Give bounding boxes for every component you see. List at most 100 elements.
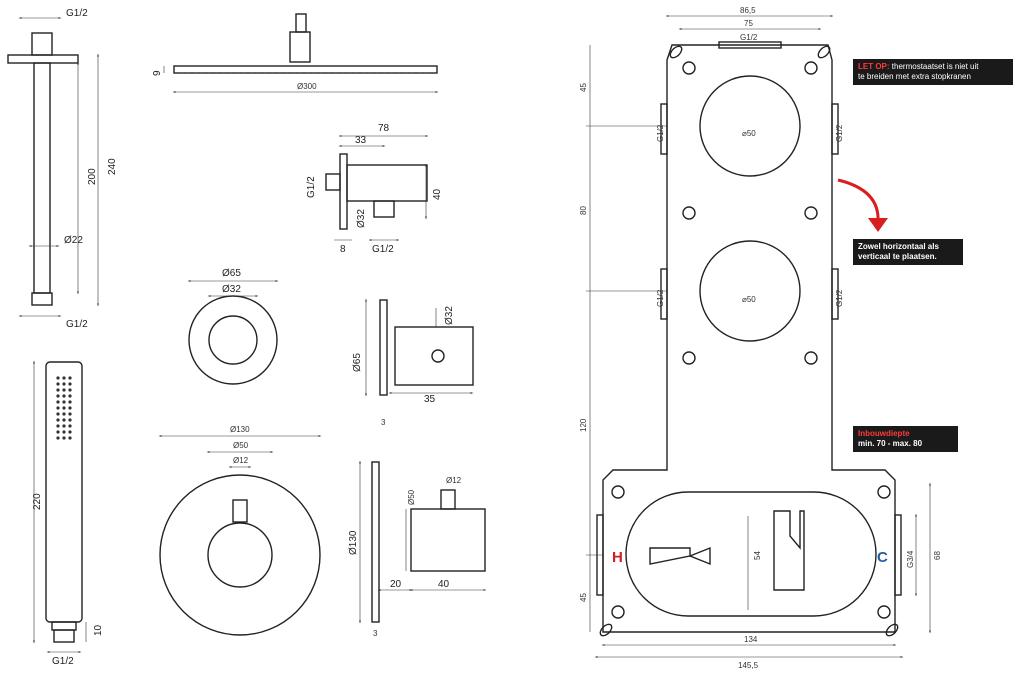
small-rose: Ø65 Ø32 (187, 268, 279, 385)
mounting-hole (877, 485, 891, 499)
box-port-2-left-label: G1/2 (656, 289, 665, 307)
rose-small-inner-label: Ø32 (222, 284, 241, 295)
box-inner-h-label: 54 (753, 551, 762, 560)
nozzle-dot (68, 412, 72, 416)
box-hot-label: H (612, 549, 623, 566)
nozzle-dot (68, 436, 72, 440)
corner-slot (817, 45, 831, 59)
box-h-45-top-label: 45 (579, 83, 588, 92)
valve-large-spindle-label: Ø12 (446, 476, 462, 485)
nozzle-dot (62, 418, 66, 422)
mounting-hole (804, 351, 818, 365)
mounting-hole (611, 605, 625, 619)
nozzle-dot (68, 430, 72, 434)
arm-bottom-thread-label: G1/2 (66, 319, 88, 330)
box-circle-2-label: ⌀50 (742, 295, 756, 304)
rose-large-spindle-label: Ø12 (233, 456, 249, 465)
valve-small-wall-label: 3 (381, 418, 386, 427)
rose-small-outer-label: Ø65 (222, 268, 241, 279)
orientation-arrow-head (868, 218, 888, 232)
nozzle-dot (62, 430, 66, 434)
nozzle-dot (62, 424, 66, 428)
handshower-len-label: 220 (32, 493, 43, 510)
mounting-hole (804, 61, 818, 75)
warning-text-2: te breiden met extra stopkranen (858, 72, 971, 81)
mounting-hole (682, 206, 696, 220)
nozzle-dot (56, 406, 60, 410)
depth-value: min. 70 - max. 80 (858, 439, 923, 448)
depth-note: Inbouwdiepte min. 70 - max. 80 (853, 426, 958, 452)
rose-large-mid-label: Ø50 (233, 441, 249, 450)
orientation-text-1: Zowel horizontaal als (858, 242, 939, 251)
large-valve: Ø130 Ø50 Ø12 20 40 3 (348, 460, 487, 638)
corner-slot (599, 623, 613, 637)
valve-large-body-label: Ø50 (407, 489, 416, 505)
small-valve: Ø65 Ø32 35 3 (352, 298, 474, 427)
elbow-h-label: 40 (432, 188, 443, 200)
nozzle-dot (68, 400, 72, 404)
box-port-1-left-label: G1/2 (656, 124, 665, 142)
box-top-thread-label: G1/2 (740, 33, 758, 42)
nozzle-dot (56, 430, 60, 434)
wall-elbow: 78 33 G1/2 Ø32 40 8 G1/2 (306, 123, 443, 255)
box-cold-label: C (877, 549, 888, 566)
nozzle-dot (62, 412, 66, 416)
elbow-thread-side-label: G1/2 (306, 176, 317, 198)
elbow-dia-label: Ø32 (356, 209, 367, 228)
rose-large-outer-label: Ø130 (230, 425, 250, 434)
box-h-45-bottom-label: 45 (579, 593, 588, 602)
nozzle-dot (62, 400, 66, 404)
arm-len-inner-label: 200 (87, 168, 98, 185)
warning-label: LET OP: (858, 62, 890, 71)
nozzle-dot (56, 376, 60, 380)
box-thread-right-label: G3/4 (906, 550, 915, 568)
nozzle-dot (62, 394, 66, 398)
elbow-w-total-label: 78 (378, 123, 390, 134)
box-w-134-label: 134 (744, 635, 758, 644)
elbow-thread-bottom-label: G1/2 (372, 244, 394, 255)
arm-dia-label: Ø22 (64, 235, 83, 246)
mounting-hole (611, 485, 625, 499)
hand-shower: 220 10 G1/2 (32, 360, 104, 667)
warning-note: LET OP: thermostaatset is niet uit te br… (853, 59, 1013, 85)
valve-large-wall-label: 3 (373, 629, 378, 638)
arm-top-thread-label: G1/2 (66, 8, 88, 19)
corner-slot (885, 623, 899, 637)
nozzle-dot (68, 388, 72, 392)
nozzle-dot (56, 412, 60, 416)
valve-small-rose-label: Ø65 (352, 353, 363, 372)
nozzle-dot (68, 382, 72, 386)
box-h-120-label: 120 (579, 418, 588, 432)
box-h-80-label: 80 (579, 206, 588, 215)
nozzle-dot (62, 376, 66, 380)
nozzle-dot (62, 406, 66, 410)
nozzle-dot (56, 394, 60, 398)
box-w-145-label: 145,5 (738, 661, 759, 670)
head-dia-label: Ø300 (297, 82, 317, 91)
valve-small-dia-label: Ø32 (444, 306, 455, 325)
mounting-hole (682, 61, 696, 75)
mounting-hole (877, 605, 891, 619)
orientation-note: Zowel horizontaal als verticaal te plaat… (853, 239, 963, 265)
nozzle-dot (56, 418, 60, 422)
nozzle-dot (62, 388, 66, 392)
nozzle-dot (56, 436, 60, 440)
nozzle-dot (56, 382, 60, 386)
mounting-hole (804, 206, 818, 220)
corner-slot (669, 45, 683, 59)
valve-large-rose-label: Ø130 (348, 530, 359, 555)
warning-text-1: thermostaatset is niet uit (891, 62, 979, 71)
box-port-2-right-label: G1/2 (835, 289, 844, 307)
nozzle-dot (56, 424, 60, 428)
nozzle-dot (68, 376, 72, 380)
shower-head: 9 Ø300 (152, 13, 439, 93)
nozzle-dot (68, 424, 72, 428)
installation-box: ⌀50 ⌀50 54 G1/2 G1/2 G1/2 G1/2 H C 86,5 … (579, 6, 942, 670)
shower-arm: G1/2 Ø22 200 240 G1/2 (7, 8, 118, 330)
large-rose: Ø130 Ø50 Ø12 (158, 425, 322, 636)
elbow-w-part-label: 33 (355, 135, 367, 146)
nozzle-dot (68, 406, 72, 410)
handshower-thread-label: G1/2 (52, 656, 74, 667)
box-w-outer-label: 86,5 (740, 6, 756, 15)
